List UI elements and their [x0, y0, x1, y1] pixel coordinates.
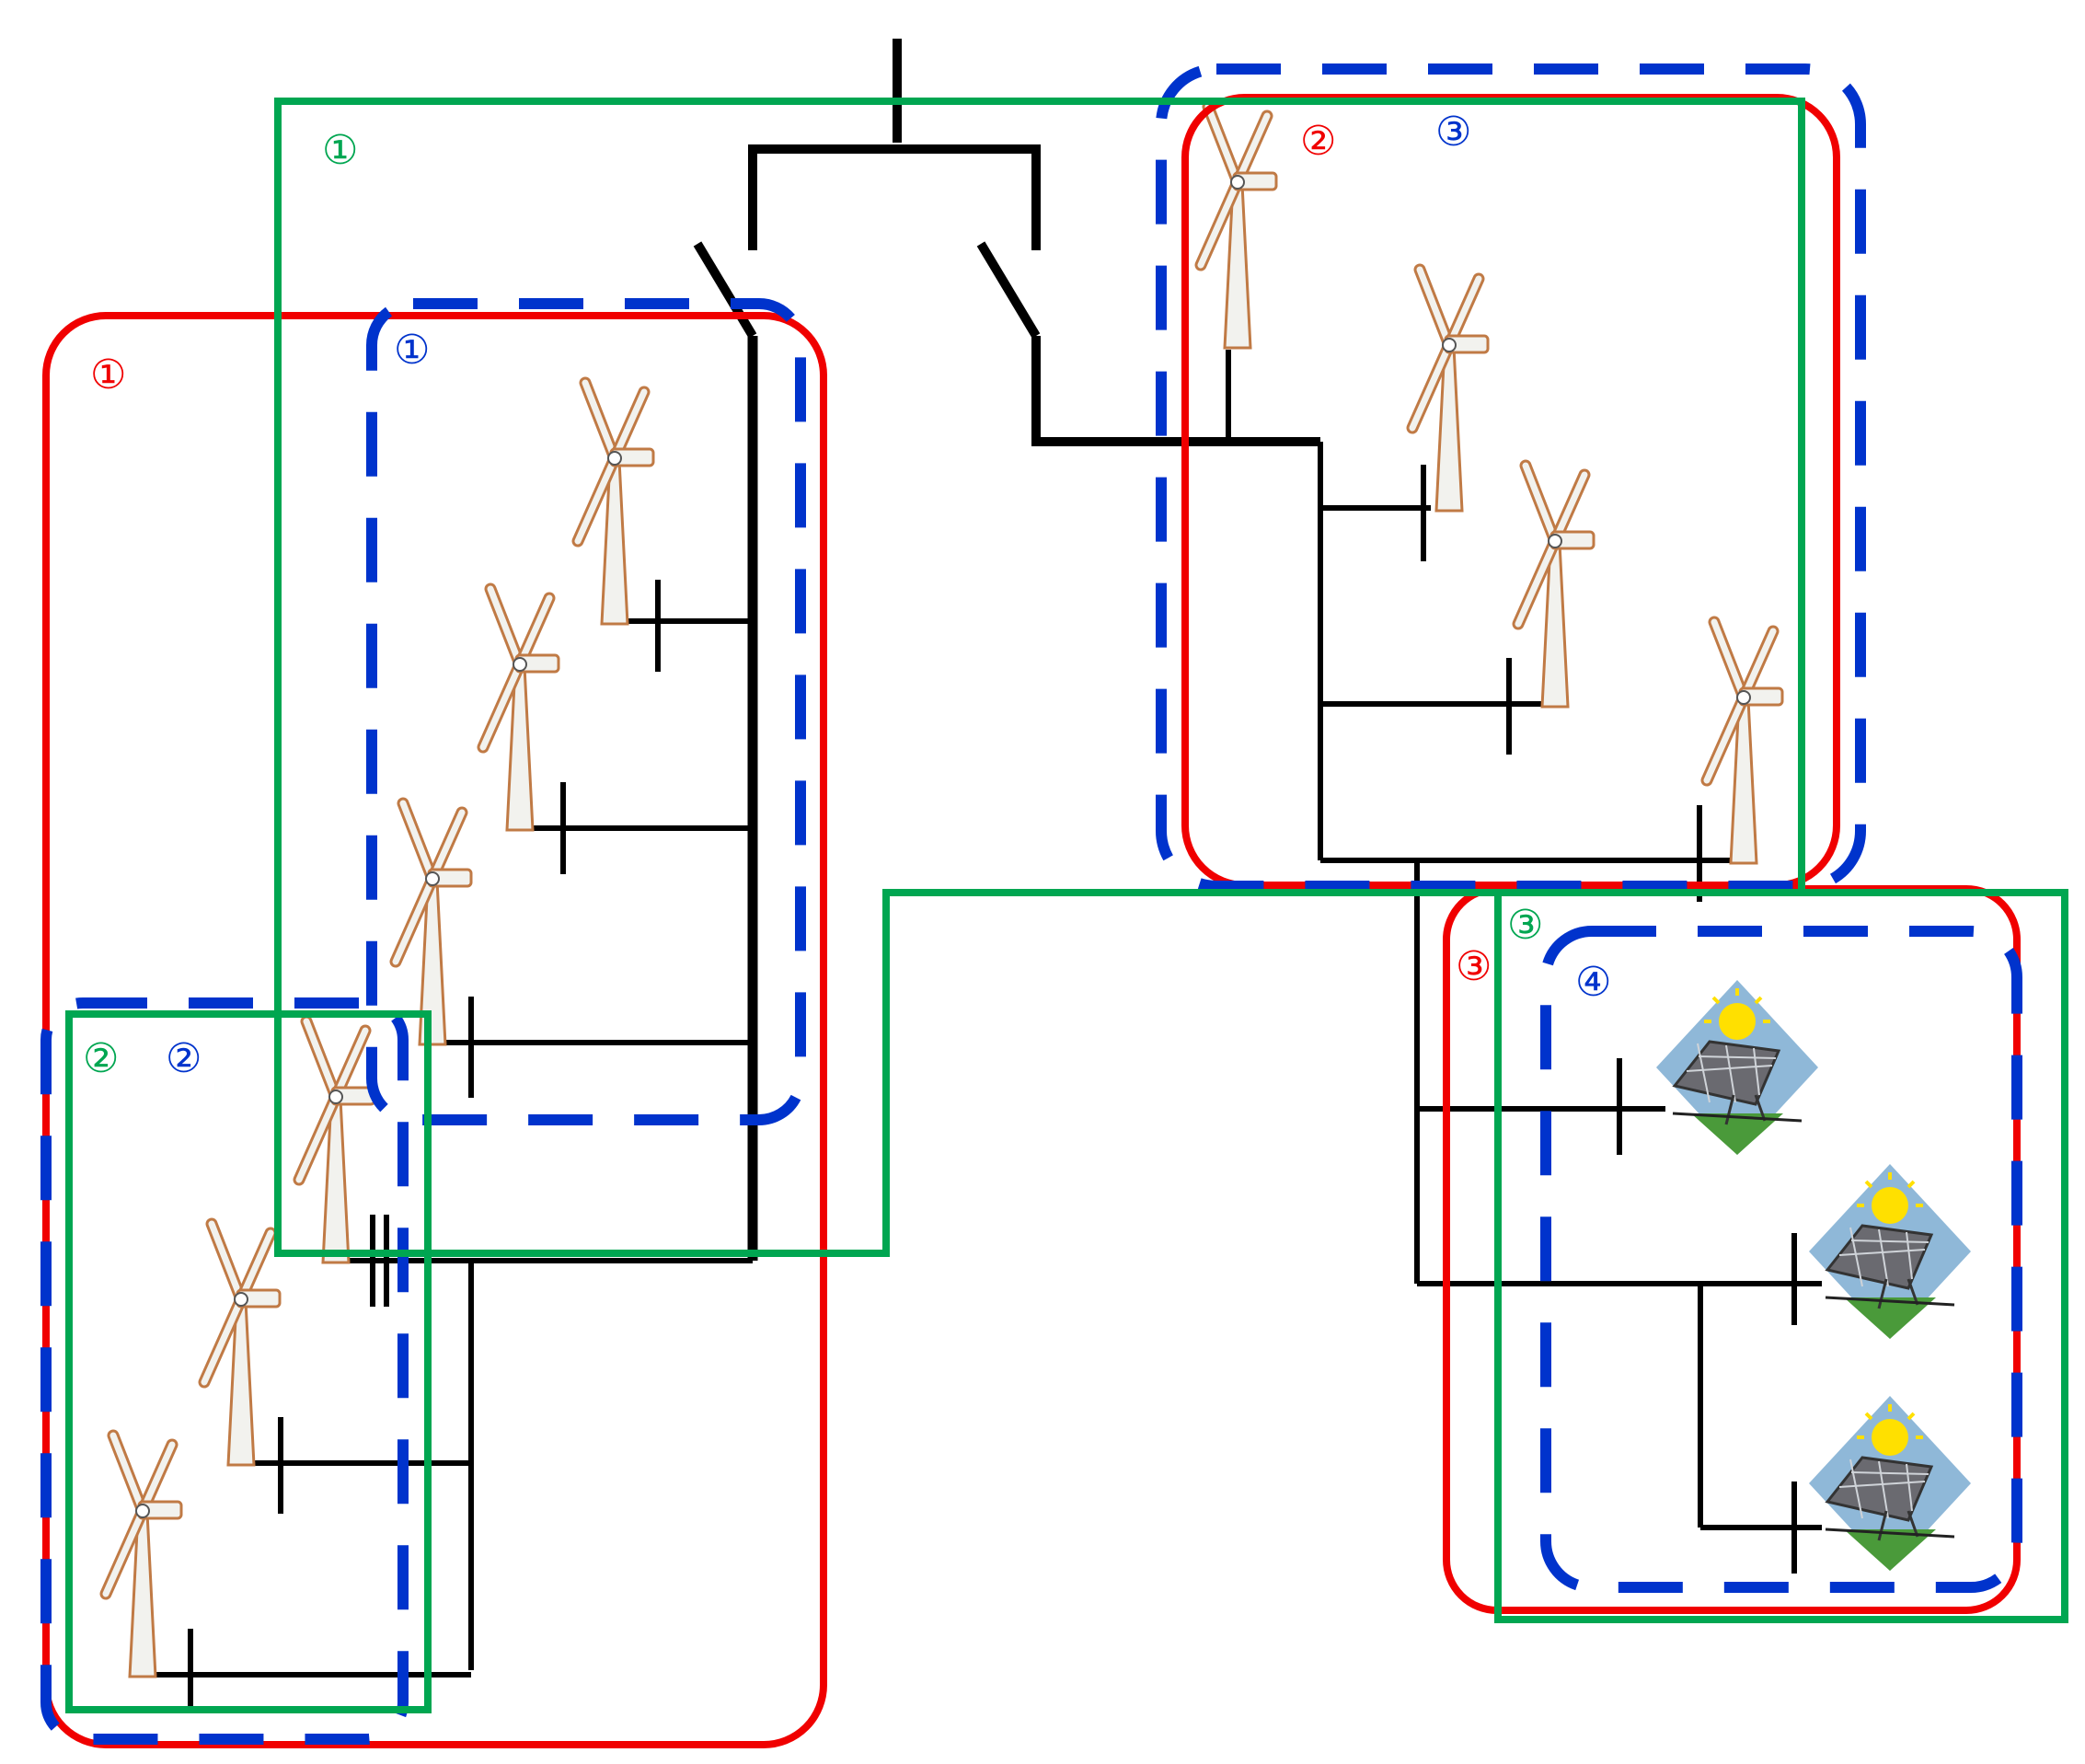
blue-label-1: ① [394, 327, 430, 374]
solar-panels [1654, 978, 1973, 1573]
green-label-1: ① [322, 127, 358, 174]
green-label-2: ② [83, 1035, 119, 1082]
blue-cluster-3 [1156, 63, 1866, 892]
wind-turbine-icon [204, 1224, 280, 1465]
wind-turbine-icon [106, 1435, 181, 1677]
green-cluster-1 [274, 98, 1805, 1257]
blue-label-4: ④ [1575, 959, 1611, 1006]
solar-panel-icon [1654, 978, 1820, 1157]
right-feeder [1031, 336, 1320, 446]
blue-label-3: ③ [1435, 109, 1471, 156]
wind-turbine-icon [396, 803, 471, 1044]
solar-panel-icon [1807, 1162, 1973, 1341]
wind-turbine-icon [299, 1021, 374, 1262]
wind-turbine-icon [1707, 622, 1782, 863]
blue-partition [40, 63, 2022, 1745]
wiring [143, 39, 1822, 1712]
red-label-1: ① [90, 352, 126, 398]
cluster-labels: ① ② ③ ① ② ③ ④ ① ② ③ [83, 109, 1611, 1082]
solar-panel-icon [1807, 1394, 1973, 1573]
blue-label-2: ② [166, 1035, 202, 1082]
top-bus [748, 144, 1041, 250]
green-label-3: ③ [1507, 902, 1543, 949]
blue-cluster-2 [40, 997, 409, 1745]
red-label-2: ② [1300, 118, 1336, 165]
green-partition [65, 98, 2068, 1713]
wind-turbine-icon [578, 383, 653, 624]
switch-icon [976, 241, 1041, 339]
wind-turbine-icon [1201, 107, 1276, 348]
green-cluster-3 [1494, 889, 2068, 1623]
blue-cluster-1 [366, 298, 806, 1125]
red-label-3: ③ [1456, 943, 1492, 990]
blue-cluster-4 [1540, 926, 2022, 1593]
switch-icon [693, 241, 757, 339]
wind-turbine-icon [1518, 466, 1594, 707]
green-cluster-2 [65, 1010, 432, 1713]
wind-turbine-icon [483, 589, 559, 830]
